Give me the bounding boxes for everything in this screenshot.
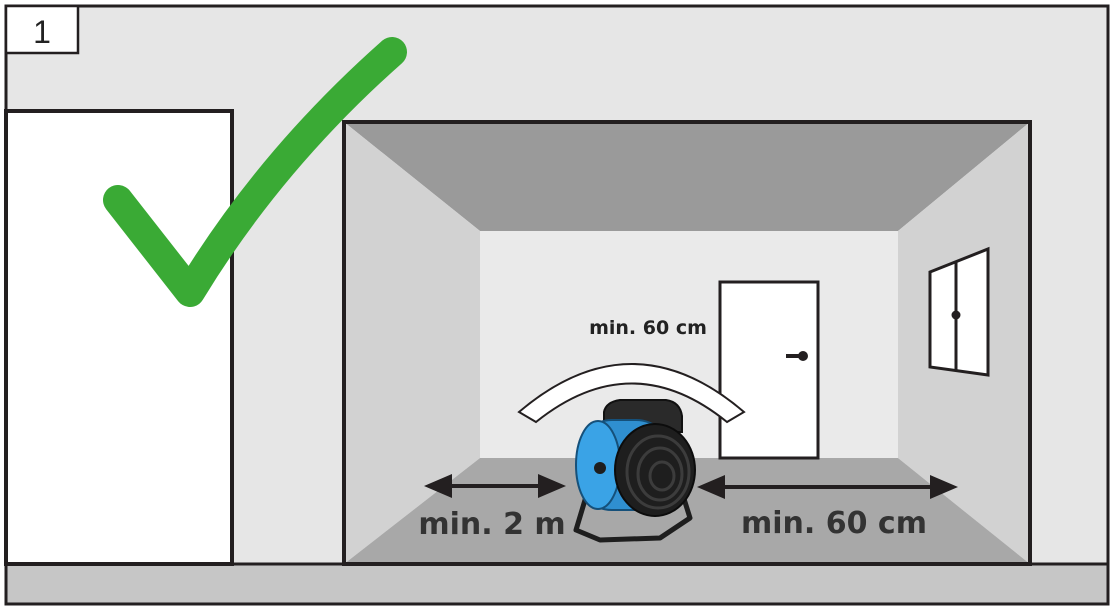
room-frame bbox=[342, 120, 1032, 566]
room-ceiling bbox=[344, 122, 1030, 231]
green-checkmark-icon bbox=[103, 37, 407, 307]
arrow-head-left-icon bbox=[424, 474, 452, 498]
label-door-side-clearance: min. 60 cm bbox=[741, 506, 927, 541]
arrow-head-left-icon bbox=[697, 475, 725, 499]
figure-number: 1 bbox=[33, 14, 51, 50]
label-side-clearance: min. 2 m bbox=[418, 507, 565, 542]
fan-heater-icon bbox=[573, 399, 696, 543]
back-door-panel bbox=[718, 280, 820, 460]
figure-number-box bbox=[4, 4, 80, 55]
room-back-wall bbox=[480, 231, 898, 458]
arrow-head-right-icon bbox=[930, 475, 958, 499]
label-clearance-above: min. 60 cm bbox=[589, 317, 707, 339]
arrow-right-clearance bbox=[697, 475, 958, 499]
room-left-wall bbox=[344, 122, 480, 564]
arrow-left-clearance bbox=[424, 474, 566, 498]
side-window bbox=[928, 246, 990, 377]
floor-strip bbox=[4, 562, 1110, 606]
left-door bbox=[4, 109, 234, 566]
back-door bbox=[718, 280, 820, 460]
window-handle-icon bbox=[951, 310, 961, 320]
arrow-head-right-icon bbox=[538, 474, 566, 498]
clearance-arc bbox=[517, 363, 746, 424]
